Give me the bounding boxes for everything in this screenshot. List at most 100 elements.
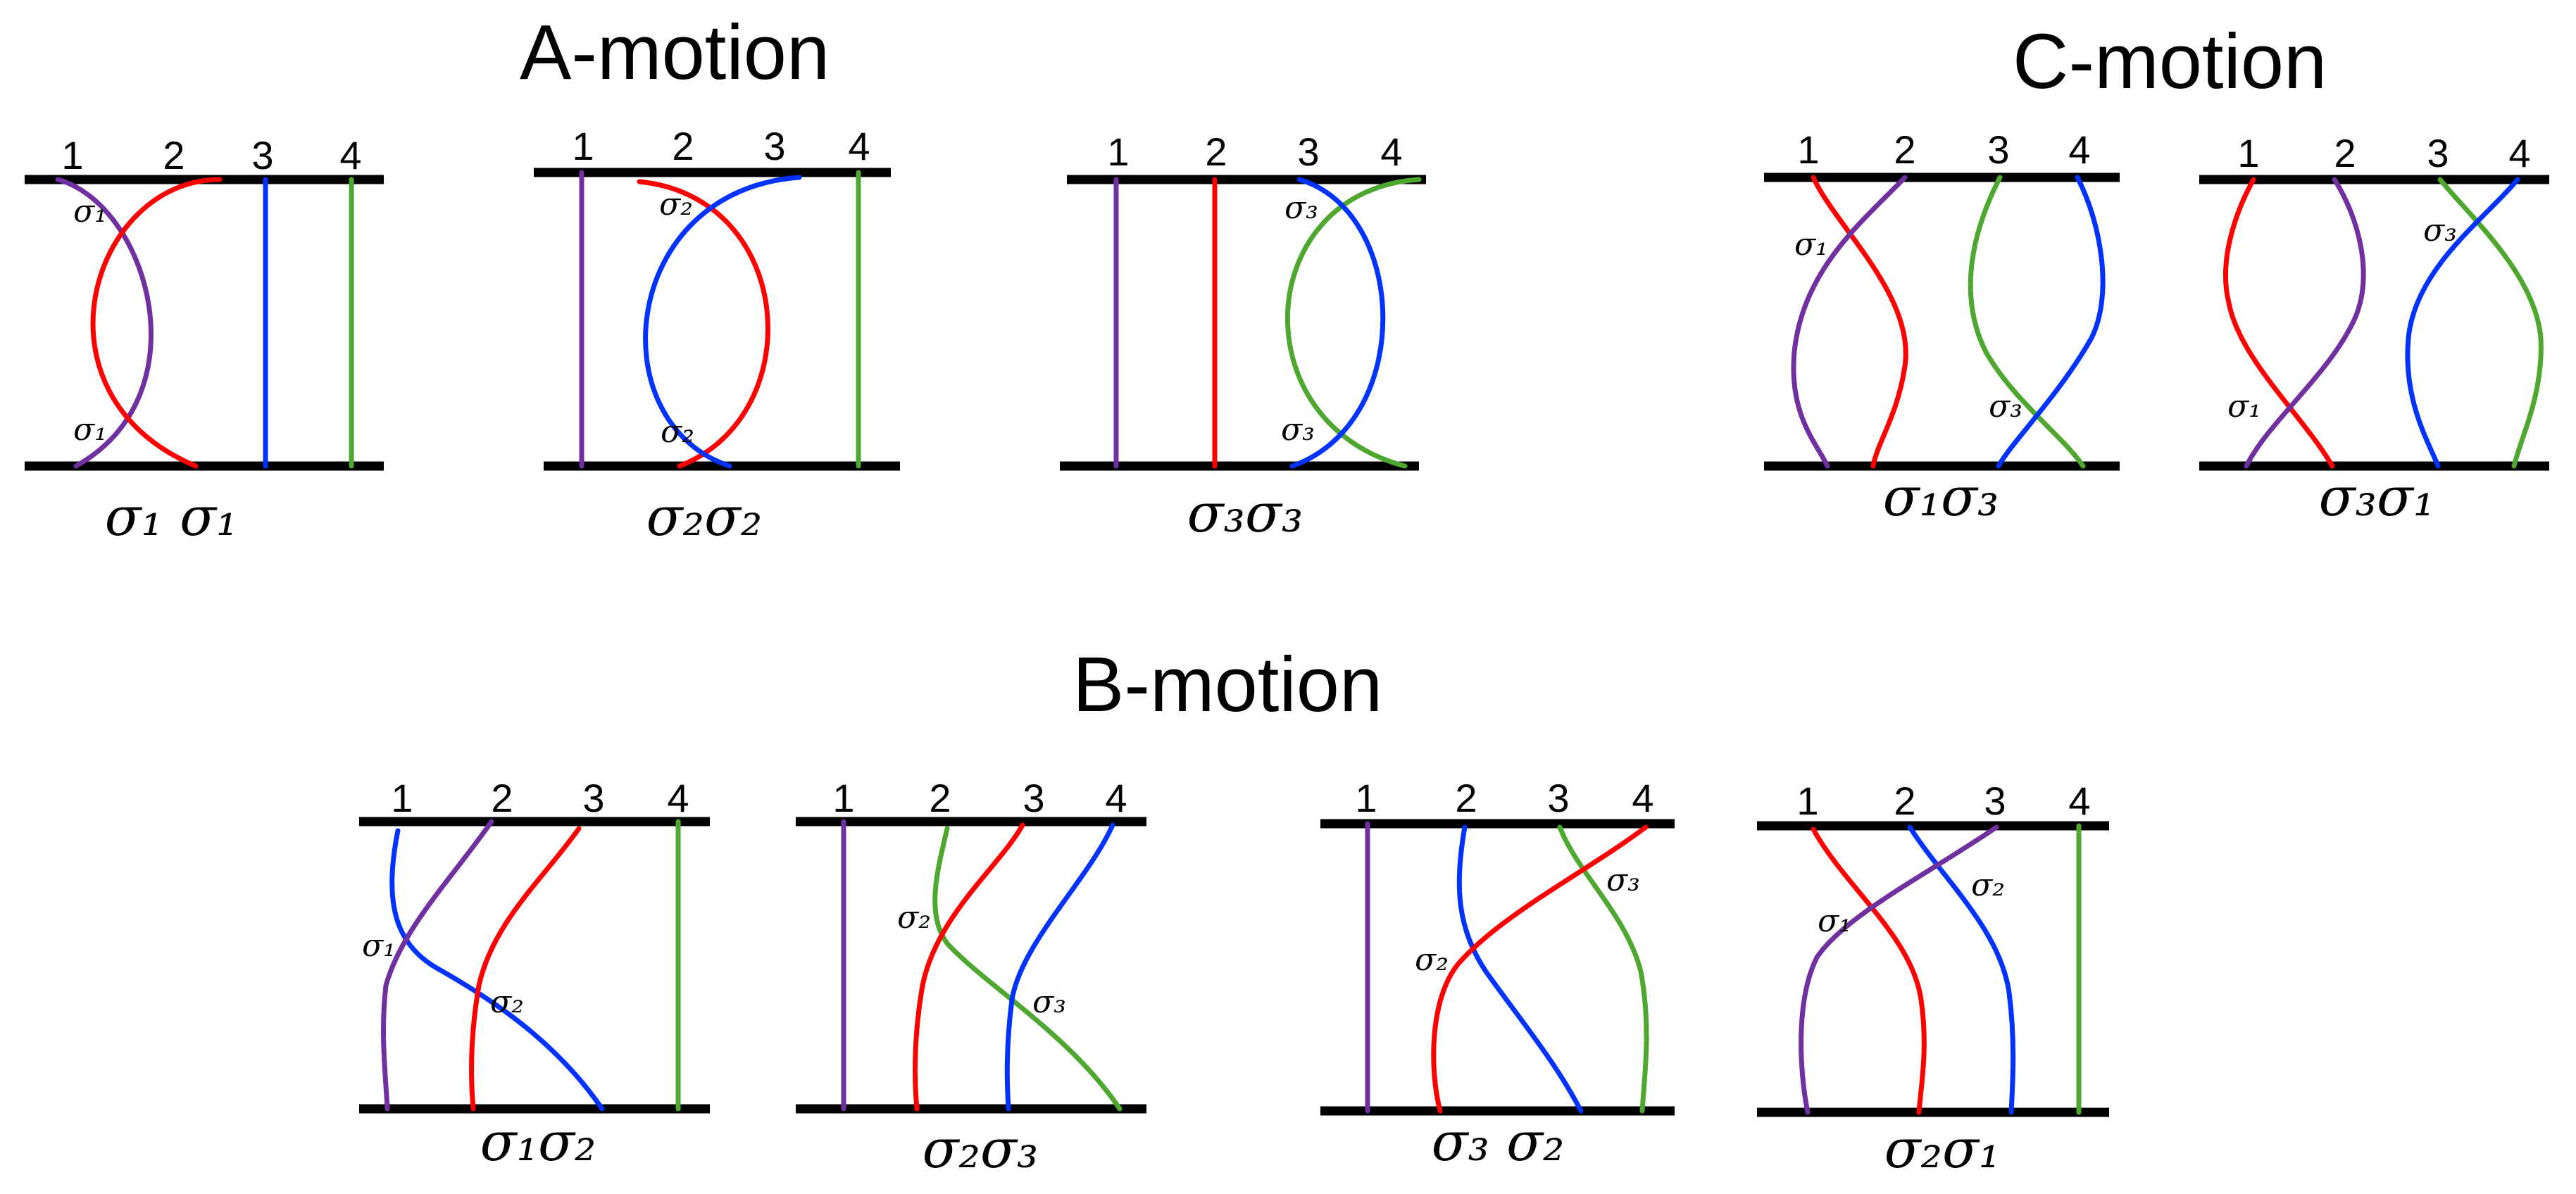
- strand-blue: [1289, 177, 1386, 469]
- strand-number-3: 3: [1023, 776, 1044, 820]
- strand-red: [2222, 177, 2335, 469]
- strand-red: [90, 177, 223, 469]
- strand-blue: [1456, 824, 1584, 1114]
- strand-green: [2437, 177, 2544, 469]
- crossing-label-bottom: σ₁: [2227, 389, 2261, 425]
- crossing-label-bottom: σ₂: [1415, 942, 1449, 978]
- strand-number-4: 4: [2068, 127, 2090, 172]
- strand-blue: [389, 828, 605, 1112]
- braid-panel-c1: 1 2 3 4 σ₁ σ₃ σ₁σ₃: [1764, 127, 2120, 528]
- strand-number-2: 2: [929, 776, 951, 820]
- strand-purple: [55, 177, 154, 469]
- strand-purple: [1799, 824, 1999, 1115]
- crossing-label-right: σ₃: [1032, 984, 1066, 1020]
- strand-green: [932, 826, 1123, 1112]
- strand-number-2: 2: [1894, 779, 1915, 823]
- crossing-label-bottom: σ₃: [1281, 412, 1315, 448]
- crossing-label-bottom: σ₁: [73, 412, 107, 448]
- c-motion-title: C-motion: [2013, 18, 2327, 105]
- strand-blue: [1996, 175, 2106, 469]
- strand-number-2: 2: [491, 776, 513, 820]
- braid-word: σ₁ σ₁: [105, 485, 238, 548]
- braid-panel-b4: 1 2 3 4 σ₁ σ₂ σ₂σ₁: [1757, 779, 2109, 1180]
- strand-number-1: 1: [61, 133, 83, 177]
- strand-purple: [2244, 177, 2366, 469]
- strand-number-3: 3: [1987, 127, 2009, 172]
- strand-red: [469, 826, 582, 1112]
- crossing-label-top: σ₃: [1284, 190, 1318, 226]
- strand-green: [1968, 175, 2086, 469]
- strand-number-1: 1: [1797, 127, 1819, 172]
- braid-word: σ₂σ₂: [646, 485, 763, 548]
- braid-word: σ₁σ₃: [1883, 465, 1999, 528]
- crossing-label-left: σ₁: [1794, 227, 1828, 263]
- strand-number-1: 1: [2237, 131, 2259, 175]
- strand-number-3: 3: [1297, 130, 1319, 174]
- braid-word: σ₃σ₃: [1187, 482, 1303, 544]
- braid-word: σ₂σ₃: [923, 1117, 1039, 1180]
- strand-number-4: 4: [1632, 776, 1653, 820]
- strand-number-1: 1: [1107, 130, 1129, 174]
- crossing-label-bottom: σ₂: [661, 414, 694, 450]
- braid-panel-c2: 1 2 3 4 σ₃ σ₁ σ₃σ₁: [2199, 131, 2549, 528]
- braid-panel-b3: 1 2 3 4 σ₃ σ₂ σ₃ σ₂: [1320, 776, 1675, 1173]
- braid-panel-a3: 1 2 3 4 σ₃ σ₃ σ₃σ₃: [1060, 130, 1426, 544]
- crossing-label-right: σ₂: [490, 984, 524, 1020]
- strand-blue: [1004, 822, 1115, 1112]
- strand-red: [1431, 824, 1649, 1114]
- strand-number-3: 3: [582, 776, 604, 820]
- strand-number-2: 2: [1455, 776, 1477, 820]
- crossing-label-left: σ₁: [362, 928, 396, 964]
- strand-number-4: 4: [1105, 776, 1127, 820]
- braid-word: σ₁σ₂: [480, 1110, 596, 1173]
- strand-number-4: 4: [848, 124, 870, 168]
- strand-red: [1811, 175, 1908, 469]
- strand-number-2: 2: [1894, 127, 1915, 172]
- crossing-label-top: σ₃: [1606, 862, 1640, 898]
- strand-green: [1284, 177, 1422, 469]
- strand-number-3: 3: [251, 133, 273, 177]
- strand-number-4: 4: [2508, 131, 2530, 175]
- strand-blue: [643, 175, 802, 469]
- a-motion-title: A-motion: [520, 9, 830, 96]
- strand-number-4: 4: [1380, 130, 1402, 174]
- strand-red: [1811, 827, 1927, 1115]
- crossing-label-top: σ₃: [2423, 213, 2457, 249]
- crossing-label-left: σ₂: [897, 900, 931, 936]
- strand-number-4: 4: [339, 133, 361, 177]
- b-motion-title: B-motion: [1073, 641, 1382, 728]
- strand-number-1: 1: [832, 776, 854, 820]
- braid-panel-b2: 1 2 3 4 σ₂ σ₃ σ₂σ₃: [796, 776, 1146, 1180]
- braid-word: σ₃σ₁: [2319, 465, 2435, 528]
- strand-number-3: 3: [1984, 779, 2006, 823]
- strand-number-2: 2: [1205, 130, 1227, 174]
- crossing-label-right: σ₂: [1971, 867, 2005, 903]
- braid-panel-a1: 1 2 3 4 σ₁ σ₁ σ₁ σ₁: [25, 133, 384, 548]
- strand-number-3: 3: [763, 124, 785, 168]
- strand-number-1: 1: [391, 776, 413, 820]
- strand-number-3: 3: [2427, 131, 2449, 175]
- crossing-label-right: σ₃: [1989, 389, 2022, 425]
- braid-panel-b1: 1 2 3 4 σ₁ σ₂ σ₁σ₂: [359, 776, 710, 1173]
- strand-number-1: 1: [1355, 776, 1377, 820]
- braid-word: σ₃ σ₂: [1432, 1110, 1565, 1173]
- strand-blue: [2405, 177, 2520, 469]
- strand-number-4: 4: [667, 776, 689, 820]
- strand-number-2: 2: [2334, 131, 2356, 175]
- strand-blue: [1907, 824, 2016, 1115]
- crossing-label-top: σ₂: [659, 187, 693, 222]
- crossing-label-top: σ₁: [73, 194, 107, 230]
- strand-number-3: 3: [1547, 776, 1569, 820]
- strand-red: [637, 179, 770, 469]
- crossing-label-left: σ₁: [1818, 903, 1851, 939]
- strand-number-1: 1: [1796, 779, 1818, 823]
- strand-number-2: 2: [163, 133, 185, 177]
- strand-purple: [381, 819, 494, 1112]
- strand-red: [913, 822, 1025, 1112]
- strand-number-1: 1: [572, 124, 594, 168]
- strand-number-2: 2: [672, 124, 694, 168]
- braid-word: σ₂σ₁: [1884, 1117, 2001, 1180]
- strand-purple: [1791, 175, 1908, 469]
- strand-number-4: 4: [2068, 779, 2090, 823]
